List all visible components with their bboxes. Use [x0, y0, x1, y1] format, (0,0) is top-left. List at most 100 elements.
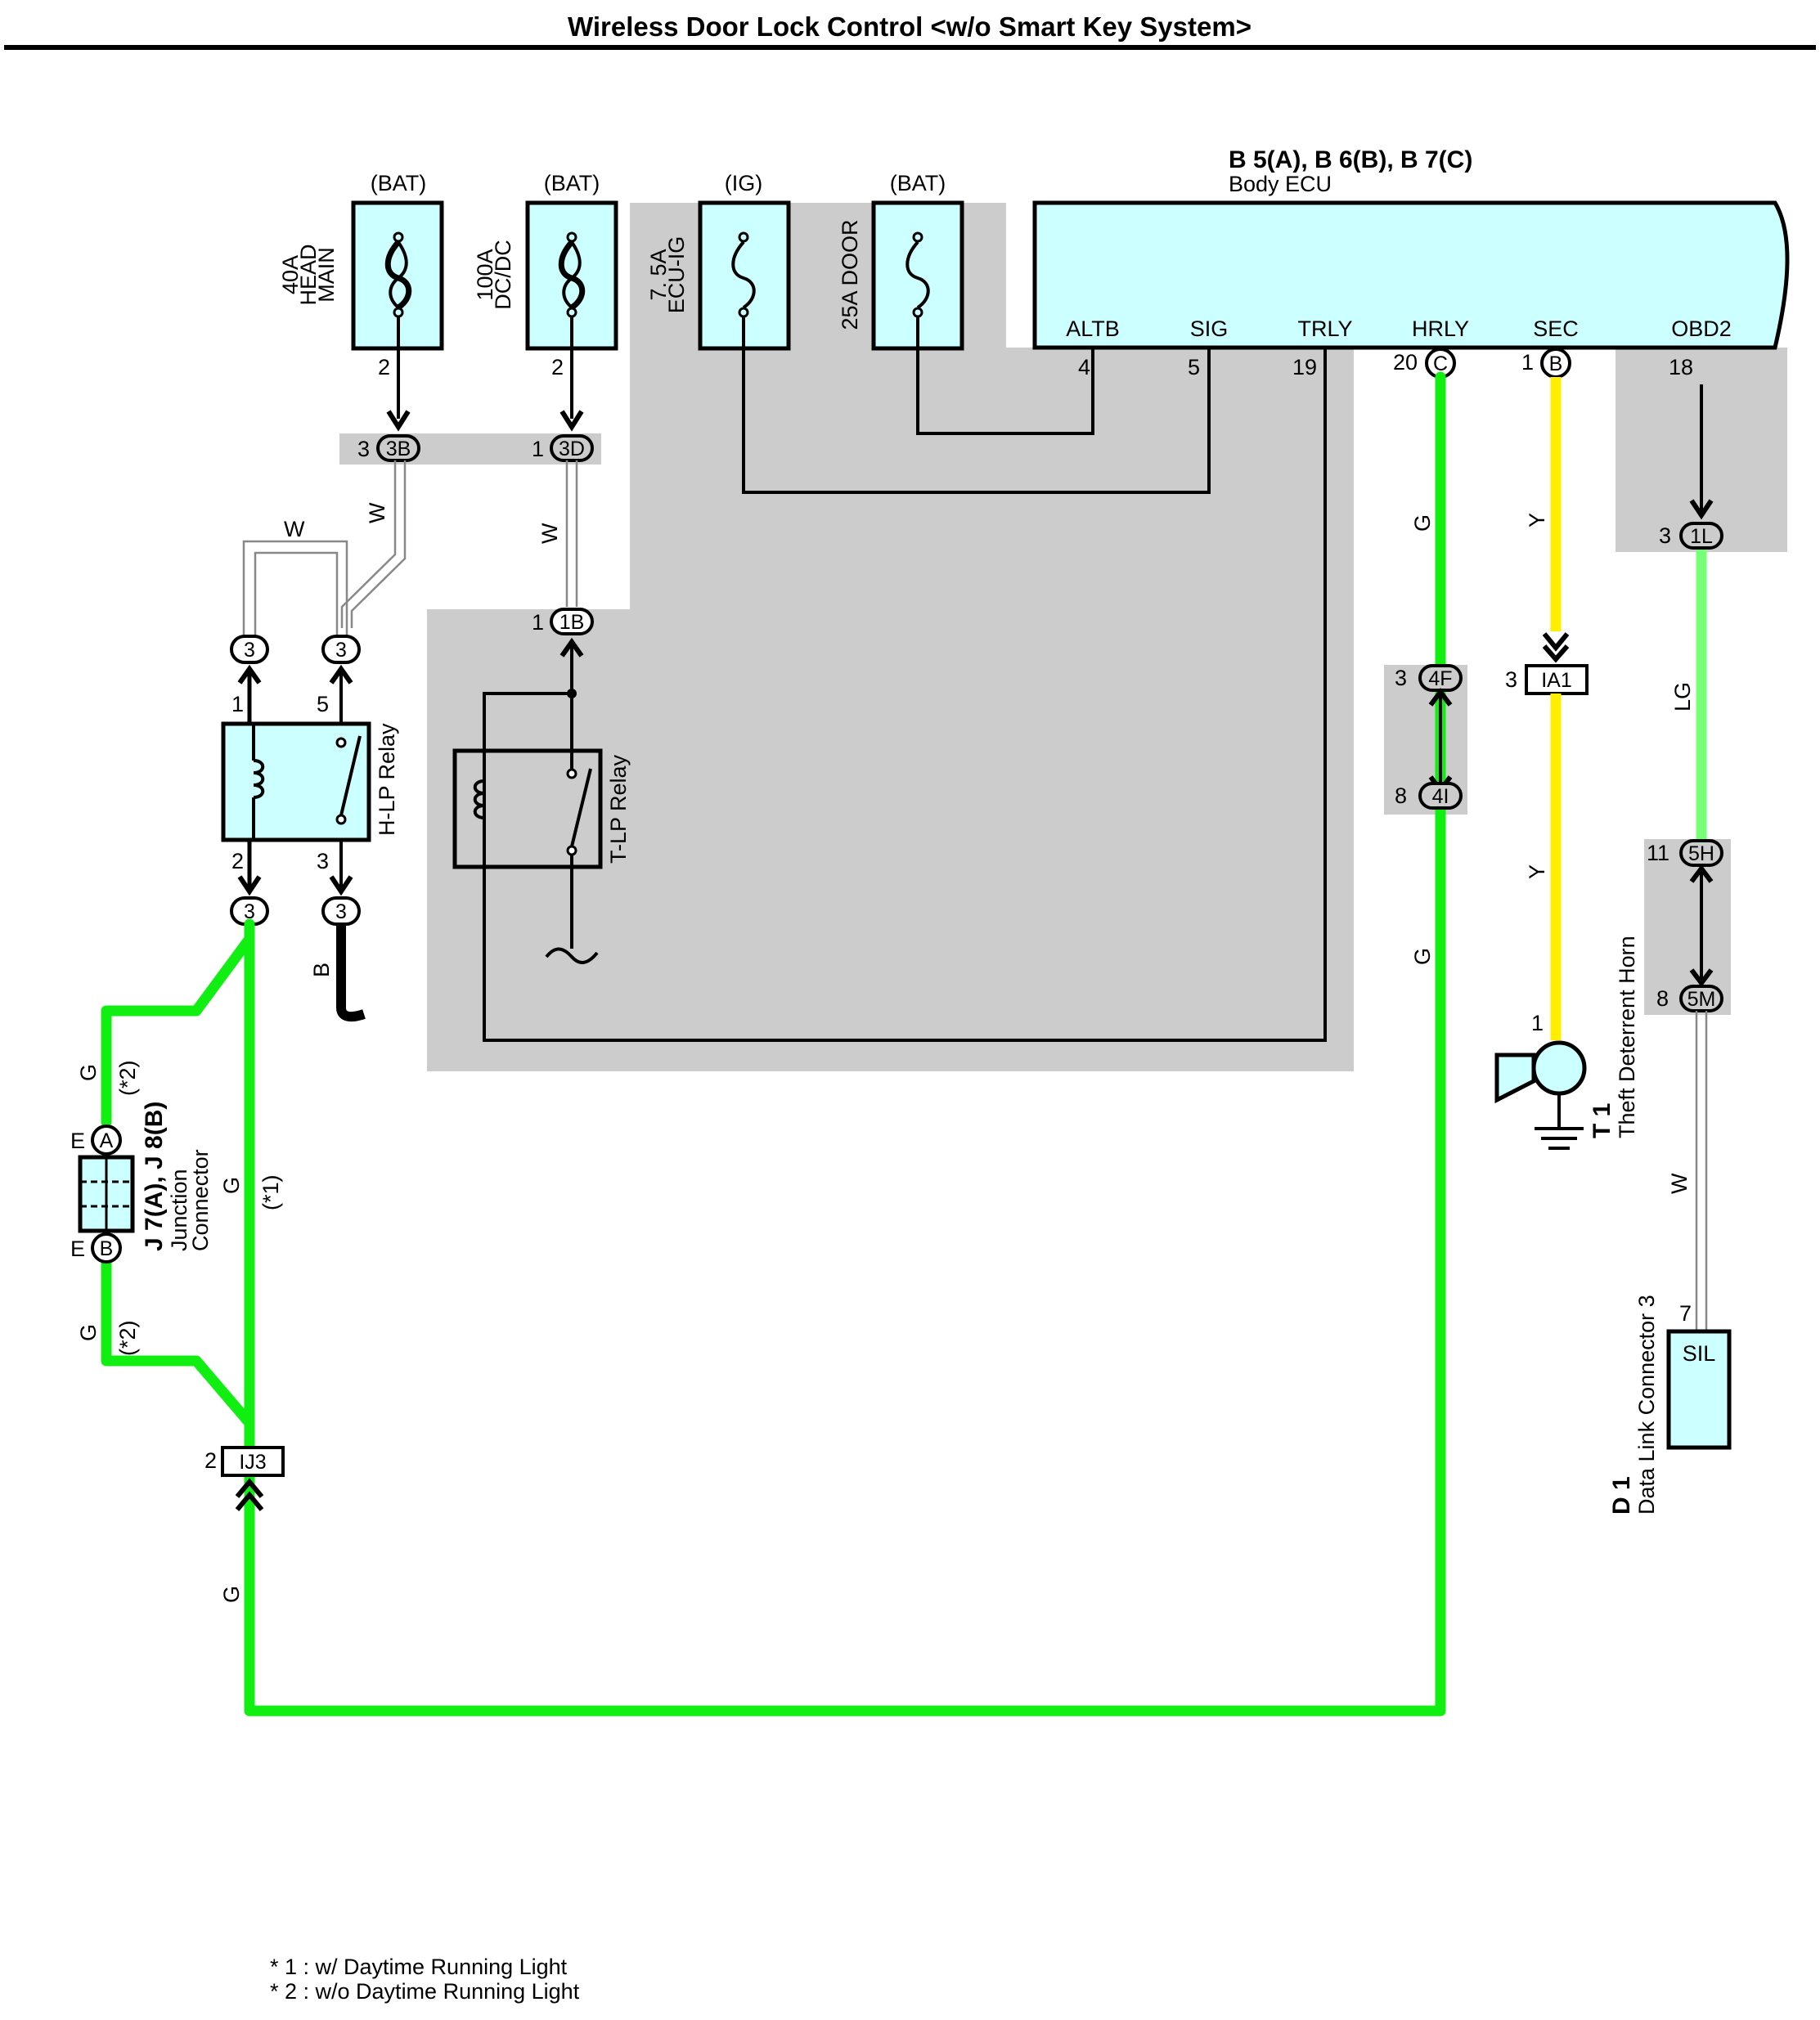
wire-label-y-1: Y [1525, 513, 1549, 527]
hlp-relay [221, 721, 371, 842]
fuse1-labels: 40A HEAD MAIN [278, 244, 339, 305]
note-j8b: (*2) [115, 1320, 140, 1356]
sec-connector-letter: B [1549, 352, 1563, 375]
c1l-pin: 3 [1659, 523, 1671, 548]
fuse1-pin: 2 [378, 355, 390, 379]
c3b-connector [376, 434, 420, 462]
jc-b-e: E [70, 1237, 85, 1261]
svg-text:25A DOOR: 25A DOOR [838, 219, 862, 330]
fuse3-labels: 7. 5A ECU-IG [646, 236, 689, 314]
horn-icon [1494, 1040, 1587, 1150]
wire-g-network [101, 371, 1446, 1717]
c1l-connector [1679, 522, 1723, 550]
tlp-relay-name: T-LP Relay [606, 754, 631, 864]
svg-text:Theft Deterrent Horn: Theft Deterrent Horn [1615, 936, 1639, 1138]
c1b-connector [550, 608, 594, 635]
wire-door-altb [916, 316, 1094, 435]
pin-obd2: 18 [1669, 355, 1693, 379]
fuse2-pin: 2 [551, 355, 564, 379]
jc-b-letter: B [100, 1237, 114, 1260]
svg-text:Connector: Connector [188, 1149, 213, 1251]
wire-label-g-4i: G [1410, 948, 1435, 965]
footnote-1: * 1 : w/ Daytime Running Light [270, 1955, 568, 1979]
svg-text:Data Link Connector 3: Data Link Connector 3 [1634, 1295, 1659, 1515]
hlp-socket-tl-num: 3 [244, 639, 255, 662]
pin-sig: 5 [1188, 355, 1200, 379]
horn-pin: 1 [1531, 1011, 1544, 1035]
hlp-arrow-br [329, 875, 353, 896]
fuse3-supply: (IG) [725, 171, 763, 195]
cij3-id: IJ3 [239, 1451, 266, 1474]
hlp-arrow-tl [237, 664, 262, 685]
hlp-relay-name: H-LP Relay [375, 723, 399, 836]
hlp-socket-tr-num: 3 [335, 639, 347, 662]
gray-area-main [427, 203, 1354, 1071]
c5h-id: 5H [1688, 842, 1714, 865]
hlp-pin-tr: 5 [317, 692, 329, 716]
c3d-connector [550, 434, 594, 462]
fuse1-element [384, 231, 412, 318]
fuse4-supply: (BAT) [890, 171, 946, 195]
junction-connector-grid [80, 1157, 133, 1231]
fuse2-supply: (BAT) [544, 171, 600, 195]
pin-altb: 4 [1078, 355, 1090, 379]
wire-label-y-2: Y [1525, 864, 1549, 879]
wire-label-g-bottom: G [219, 1586, 244, 1603]
wire-w-5m-dlc [1695, 1011, 1708, 1331]
note-j7a: (*2) [115, 1060, 140, 1096]
svg-text:40A: 40A [278, 255, 303, 294]
hrly-connector-letter: C [1433, 352, 1448, 375]
arrow-1b [559, 637, 584, 658]
wire-label-w-3d: W [537, 523, 562, 544]
note-main: (*1) [258, 1174, 283, 1210]
terminal-altb: ALTB [1066, 316, 1120, 341]
c5m-id: 5M [1687, 988, 1716, 1011]
c3d-pin: 1 [532, 437, 544, 461]
wire-label-g-main: G [219, 1177, 244, 1194]
dlc-label: SIL [1683, 1341, 1716, 1366]
svg-text:100A: 100A [473, 249, 497, 300]
footnote-2: * 2 : w/o Daytime Running Light [270, 1979, 580, 2004]
svg-text:DC/DC: DC/DC [491, 240, 515, 310]
hlp-pin-tl: 1 [231, 692, 244, 716]
terminal-obd2: OBD2 [1671, 316, 1732, 341]
dlc-labels: D 1 Data Link Connector 3 [1608, 1295, 1659, 1515]
tlp-circuit-wires [483, 348, 1327, 1042]
ecu-code: B 5(A), B 6(B), B 7(C) [1229, 146, 1472, 173]
c1b-pin: 1 [532, 610, 544, 635]
wire-label-w-loop: W [284, 517, 305, 541]
jc-a-circle [91, 1124, 122, 1156]
c4f-id: 4F [1428, 667, 1452, 690]
cij3-pin: 2 [204, 1448, 217, 1473]
svg-text:7. 5A: 7. 5A [646, 249, 671, 300]
tlp-relay-coil [473, 751, 486, 852]
wire-label-g-j8b: G [76, 1324, 101, 1341]
cia1-pin: 3 [1505, 667, 1517, 692]
hlp-pin-bl: 2 [231, 849, 244, 873]
c4f-pin: 3 [1395, 666, 1407, 690]
pin-hrly: 20 [1393, 350, 1418, 375]
cij3-connector [221, 1446, 285, 1477]
arrow-3b [386, 410, 411, 432]
c5m-connector [1679, 985, 1723, 1012]
hlp-relay-coil [252, 724, 265, 840]
svg-text:HEAD: HEAD [296, 244, 321, 305]
wire-w-3b-relay [242, 460, 407, 636]
hlp-arrow-tr [329, 664, 353, 685]
diagram-title: Wireless Door Lock Control <w/o Smart Ke… [568, 11, 1252, 42]
tlp-relay-switch [566, 768, 592, 856]
svg-text:ECU-IG: ECU-IG [664, 236, 689, 314]
horn-labels: T 1 Theft Deterrent Horn [1589, 936, 1639, 1138]
arrow-ia1 [1542, 632, 1570, 663]
hlp-socket-tl [230, 635, 269, 664]
terminal-hrly: HRLY [1412, 316, 1469, 341]
pin-sec: 1 [1521, 350, 1534, 375]
jc-a-letter: A [100, 1129, 114, 1152]
svg-text:T 1: T 1 [1589, 1103, 1616, 1138]
hlp-socket-bl-num: 3 [244, 900, 255, 923]
hlp-socket-br-num: 3 [335, 900, 347, 923]
tlp-relay [452, 748, 603, 869]
hlp-relay-switch [335, 735, 362, 825]
wire-label-lg: LG [1670, 682, 1695, 711]
c3b-pin: 3 [357, 437, 370, 461]
